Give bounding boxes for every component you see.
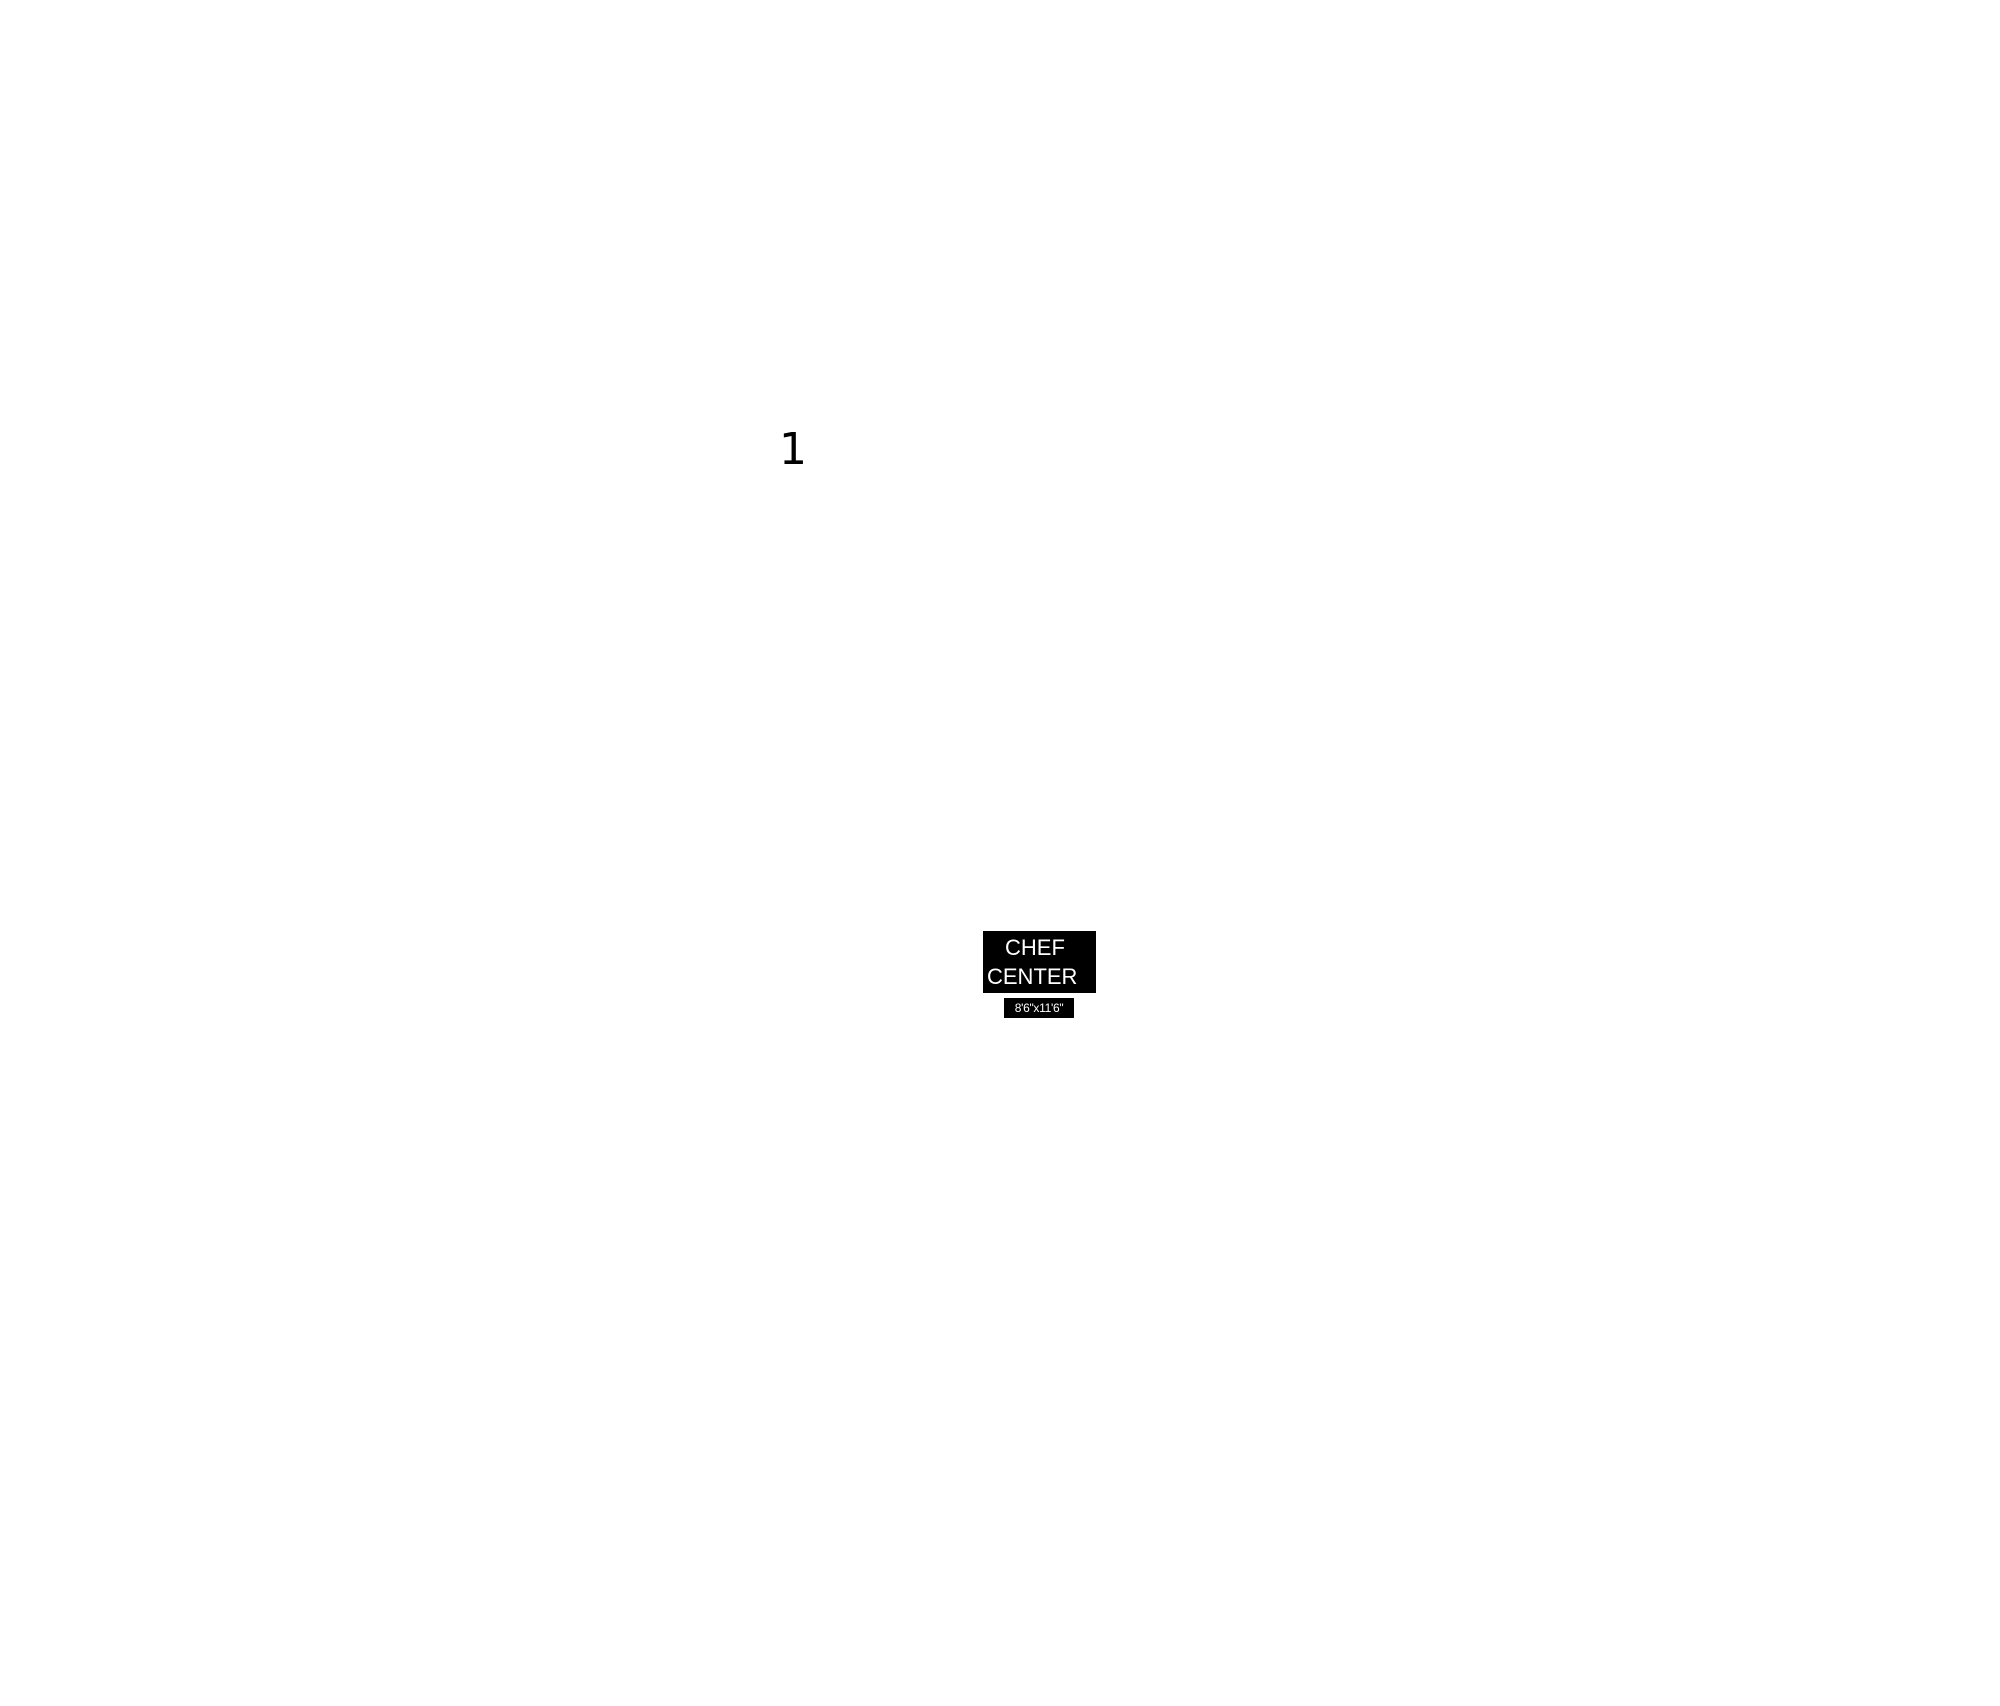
room-name-label: CHEF CENTER bbox=[983, 931, 1096, 993]
area-number-marker: 1 bbox=[779, 424, 807, 475]
room-name-line-1: CHEF bbox=[1005, 935, 1065, 960]
room-dimensions-label: 8'6"x11'6" bbox=[1004, 998, 1074, 1018]
room-name-line-2: CENTER bbox=[987, 964, 1078, 989]
